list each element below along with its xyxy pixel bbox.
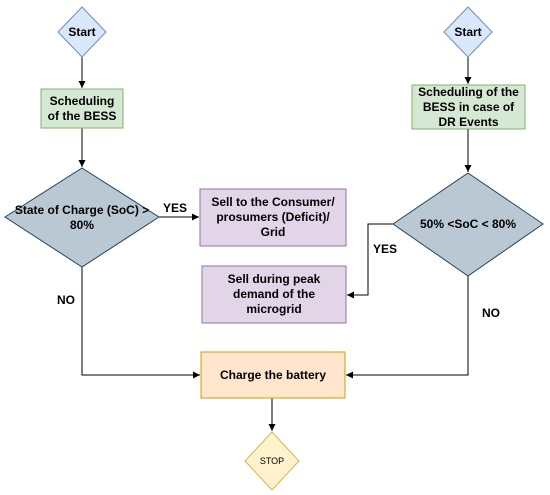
scheduling-right-shape: [411, 84, 526, 130]
edge-soc-right-to-charge: [346, 276, 469, 379]
sell-peak-shape: [201, 265, 347, 324]
stop-shape: [244, 431, 300, 491]
edge-label-yes-right: YES: [373, 242, 398, 256]
start-left-shape: [57, 6, 107, 58]
edge-label-yes-left: YES: [163, 201, 188, 215]
edge-label-no-left: NO: [57, 293, 75, 307]
edge-soc-right-to-sell-peak: [347, 223, 393, 299]
edge-soc-left-to-charge: [81, 267, 200, 379]
edge-label-no-right: NO: [482, 306, 500, 320]
charge-battery-shape: [200, 351, 346, 399]
sell-consumer-shape: [199, 188, 347, 247]
soc-check-right-shape: [392, 172, 544, 277]
start-right-shape: [443, 6, 493, 58]
soc-check-left-shape: [4, 167, 160, 268]
scheduling-left-shape: [40, 88, 124, 129]
